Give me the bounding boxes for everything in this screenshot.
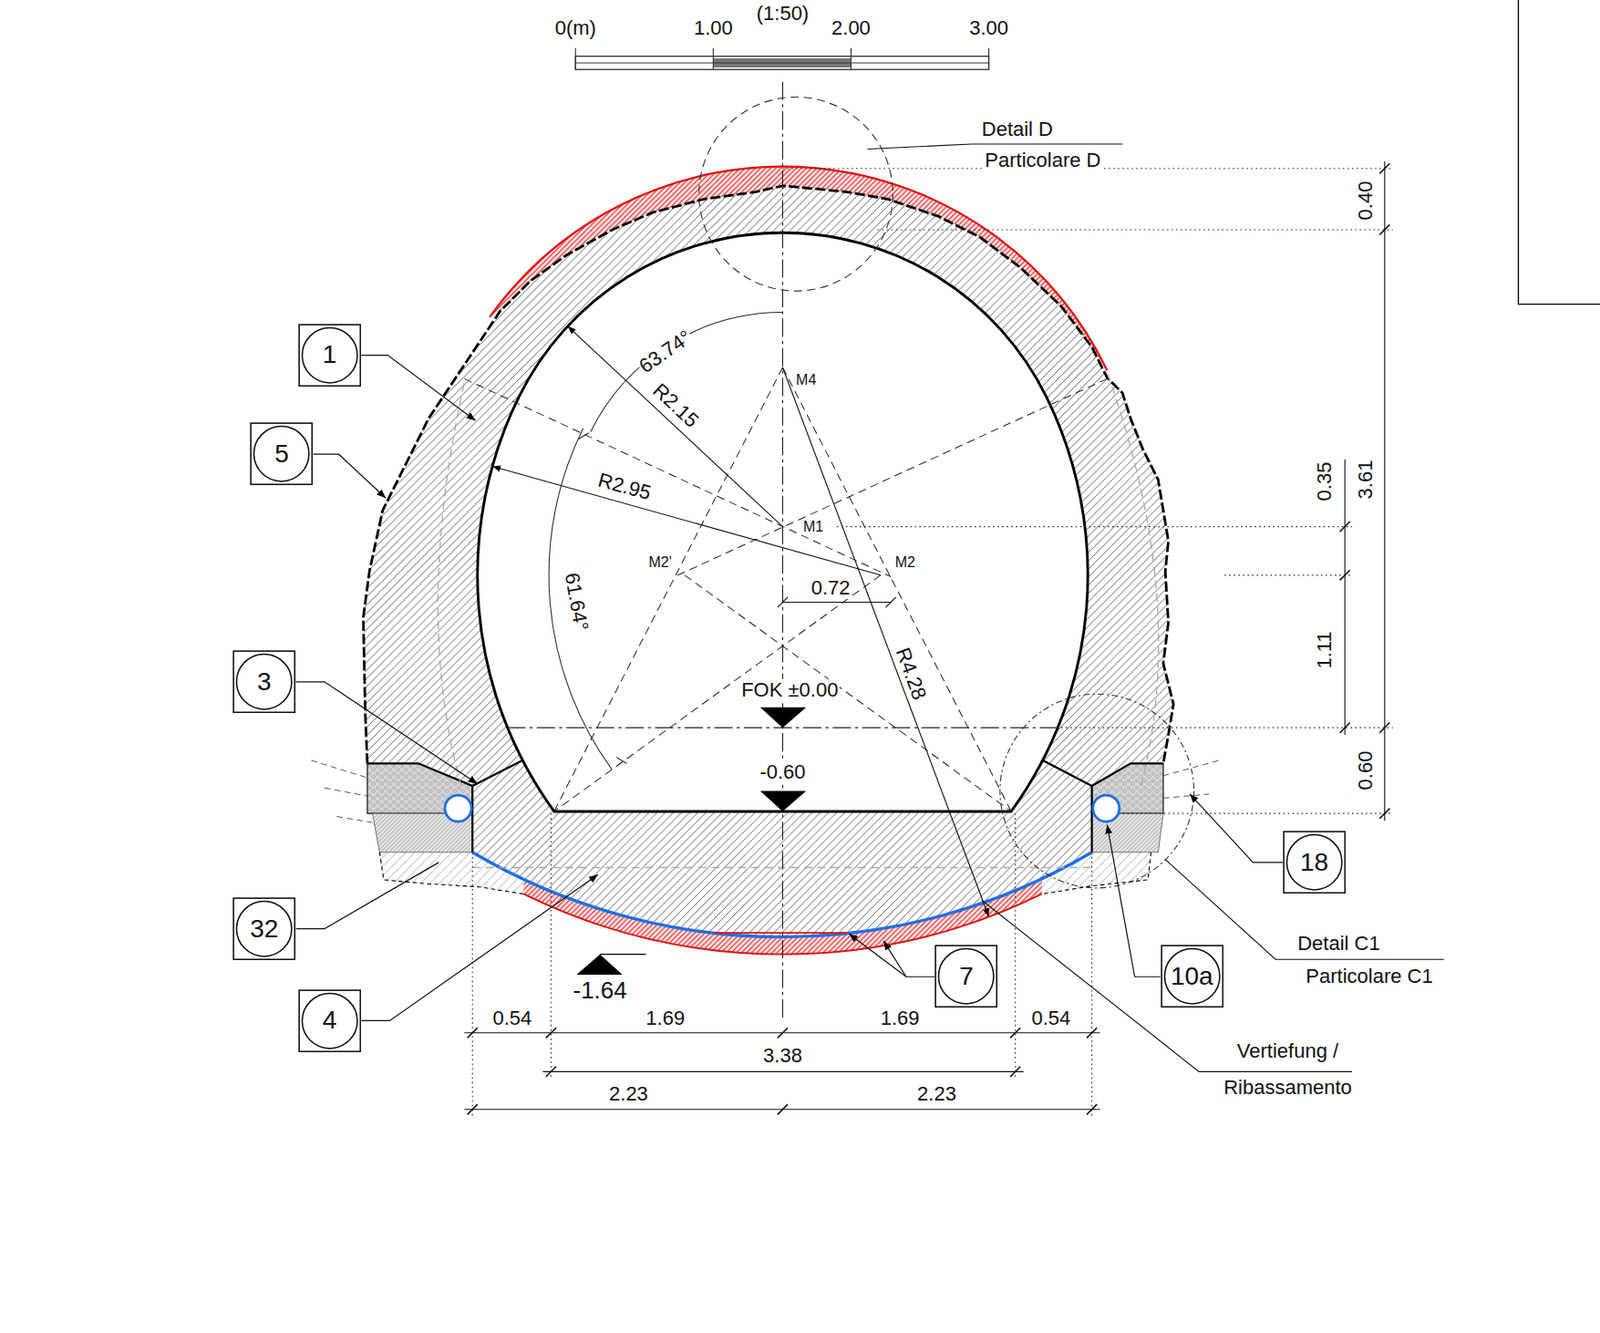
- callout-box: 3: [232, 650, 296, 713]
- callout-number: 10a: [1160, 944, 1224, 1008]
- dimension-label: 0.35: [1313, 461, 1336, 503]
- dimension-label: 0.72: [810, 577, 852, 599]
- callout-box: 7: [934, 944, 998, 1008]
- dimension-label: 0.54: [1030, 1007, 1072, 1030]
- detail-label: Detail D: [980, 118, 1054, 141]
- center-point-label: M2: [894, 554, 917, 571]
- level-label: -0.60: [758, 761, 806, 784]
- callout-box: 1: [298, 323, 362, 387]
- dimension-label: 1.11: [1313, 629, 1336, 670]
- level-label: -1.64: [571, 976, 628, 1003]
- note-label: Ribassamento: [1222, 1076, 1353, 1099]
- dimension-label: 1.69: [879, 1007, 921, 1030]
- callout-number: 3: [232, 650, 296, 713]
- level-label: FOK ±0.00: [740, 679, 839, 702]
- scale-label: 3.00: [968, 17, 1010, 40]
- dimension-label: 2.23: [916, 1083, 958, 1105]
- callout-number: 4: [298, 989, 362, 1053]
- scale-label: 0(m): [554, 17, 598, 40]
- note-label: Vertiefung /: [1236, 1040, 1340, 1063]
- center-point-label: M2': [648, 554, 673, 571]
- callout-box: 4: [298, 989, 362, 1053]
- callout-number: 18: [1282, 830, 1346, 894]
- center-point-label: M4: [794, 372, 817, 390]
- dimension-label: 0.60: [1353, 750, 1376, 792]
- dimension-label: 3.38: [762, 1044, 804, 1067]
- scale-label: (1:50): [755, 1, 810, 24]
- dimension-label: 2.23: [608, 1083, 650, 1105]
- scale-label: 2.00: [830, 17, 872, 40]
- dimension-label: 1.69: [644, 1007, 686, 1030]
- callout-box: 32: [232, 897, 296, 960]
- detail-label: Particolare D: [983, 149, 1102, 172]
- callout-box: 10a: [1160, 944, 1224, 1008]
- detail-label: Detail C1: [1296, 932, 1381, 955]
- callout-box: 5: [249, 422, 313, 486]
- callout-number: 32: [232, 897, 296, 960]
- dimension-label: 3.61: [1353, 459, 1376, 501]
- dimension-label: 0.54: [491, 1007, 533, 1030]
- callout-number: 1: [298, 323, 362, 387]
- dimension-label: 0.40: [1353, 180, 1376, 222]
- scale-label: 1.00: [692, 17, 734, 40]
- callout-number: 5: [249, 422, 313, 486]
- detail-label: Particolare C1: [1304, 965, 1434, 988]
- center-point-label: M1: [802, 518, 825, 536]
- callout-box: 18: [1282, 830, 1346, 894]
- callout-number: 7: [934, 944, 998, 1008]
